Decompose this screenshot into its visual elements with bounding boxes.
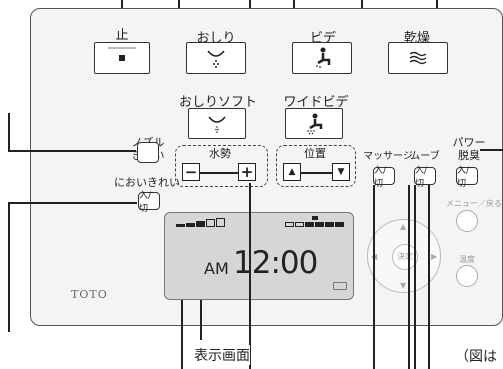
figure-note: （図は bbox=[455, 349, 497, 365]
dry-button[interactable] bbox=[388, 42, 448, 74]
oshiri-soft-label: おしりソフト bbox=[178, 95, 257, 110]
callout-line-nozzle-h bbox=[8, 150, 136, 152]
confirm-label: 決定 bbox=[397, 252, 413, 261]
callout-line-power bbox=[480, 149, 503, 151]
bidet-button[interactable] bbox=[292, 42, 352, 74]
confirm-button[interactable] bbox=[392, 244, 418, 270]
nav-up-icon: ▲ bbox=[400, 222, 407, 231]
callout-line-odor-h bbox=[8, 202, 137, 204]
odor-clean-toggle-button[interactable]: 入/切 bbox=[138, 191, 160, 214]
oshiri-spray-icon bbox=[207, 50, 225, 68]
pressure-group bbox=[175, 145, 268, 187]
callout-line-pressure-plus bbox=[249, 183, 251, 369]
callout-line-nozzle-v bbox=[8, 113, 10, 151]
clock-time: 12:00 bbox=[233, 245, 318, 281]
callout-line-pressure-minus bbox=[181, 300, 183, 369]
stop-indicator bbox=[108, 47, 136, 49]
callout-line-odor-v bbox=[8, 202, 10, 332]
oshiri-button[interactable] bbox=[186, 42, 246, 74]
position-label: 位置 bbox=[304, 147, 326, 160]
nav-right-icon: ▶ bbox=[431, 252, 438, 261]
wide-bidet-icon bbox=[307, 113, 323, 134]
display-caption: 表示画面 bbox=[194, 345, 250, 365]
menu-back-label: メニュー／戻る bbox=[446, 199, 502, 208]
odor-clean-label: においきれい bbox=[114, 176, 180, 189]
massage-label: マッサージ bbox=[363, 151, 413, 162]
bidet-icon bbox=[316, 47, 331, 68]
dry-wave-icon bbox=[409, 51, 427, 65]
oshiri-soft-spray-icon bbox=[208, 115, 226, 133]
pressure-level-bars bbox=[176, 218, 238, 228]
pressure-label: 水勢 bbox=[209, 147, 231, 160]
wide-bidet-button[interactable] bbox=[285, 108, 343, 139]
brand-logo: TOTO bbox=[71, 288, 108, 301]
menu-back-button[interactable] bbox=[456, 210, 478, 232]
callout-line-display bbox=[200, 300, 202, 340]
callout-line-massage bbox=[408, 185, 410, 369]
clock-ampm: AM bbox=[204, 259, 229, 278]
pressure-minus-button[interactable]: − bbox=[182, 163, 200, 181]
temperature-button[interactable] bbox=[456, 265, 478, 287]
pressure-scale-line bbox=[200, 172, 238, 174]
callout-line-position bbox=[373, 185, 375, 369]
position-scale-line bbox=[298, 172, 336, 174]
move-toggle-button[interactable]: 入/切 bbox=[414, 166, 436, 189]
battery-icon bbox=[333, 282, 347, 290]
move-label: ムーブ bbox=[410, 151, 440, 162]
position-up-button[interactable]: ▲ bbox=[283, 163, 301, 181]
nozzle-clean-button[interactable] bbox=[137, 142, 159, 163]
massage-toggle-button[interactable]: 入/切 bbox=[373, 166, 395, 189]
nav-down-icon: ▼ bbox=[400, 281, 407, 290]
stop-icon bbox=[119, 55, 125, 61]
wide-bidet-label: ワイドビデ bbox=[283, 95, 349, 110]
temperature-label: 温度 bbox=[459, 255, 475, 264]
pressure-plus-button[interactable]: + bbox=[238, 163, 256, 181]
callout-line-right bbox=[428, 185, 430, 369]
callout-line-move bbox=[414, 185, 416, 369]
position-down-button[interactable]: ▼ bbox=[332, 163, 350, 181]
power-label-1: パワー bbox=[452, 136, 486, 149]
stop-label: 止 bbox=[115, 28, 129, 43]
position-level-bars bbox=[285, 216, 347, 228]
position-group bbox=[276, 145, 356, 187]
power-deodorize-toggle-button[interactable]: 入/切 bbox=[456, 166, 478, 189]
oshiri-soft-button[interactable] bbox=[188, 108, 246, 139]
power-label-2: 脱臭 bbox=[458, 149, 480, 162]
